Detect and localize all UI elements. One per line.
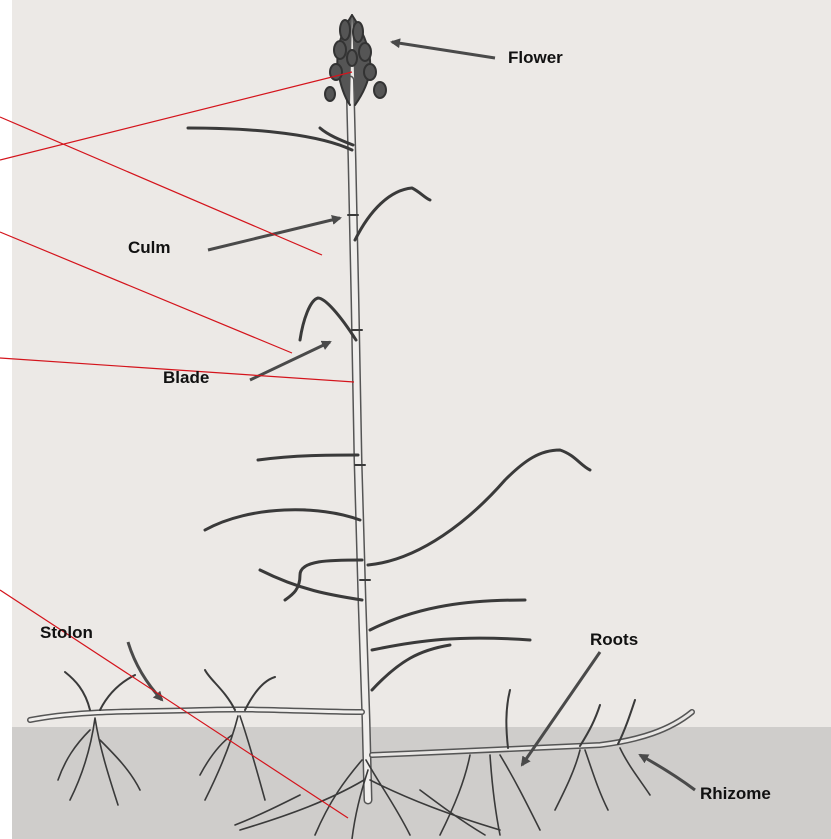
flower-label: Flower [508,48,563,68]
stolon-label: Stolon [40,623,93,643]
culm-label: Culm [128,238,171,258]
blade-label: Blade [163,368,209,388]
rhizome-label: Rhizome [700,784,771,804]
soil-band [12,727,831,839]
roots-label: Roots [590,630,638,650]
